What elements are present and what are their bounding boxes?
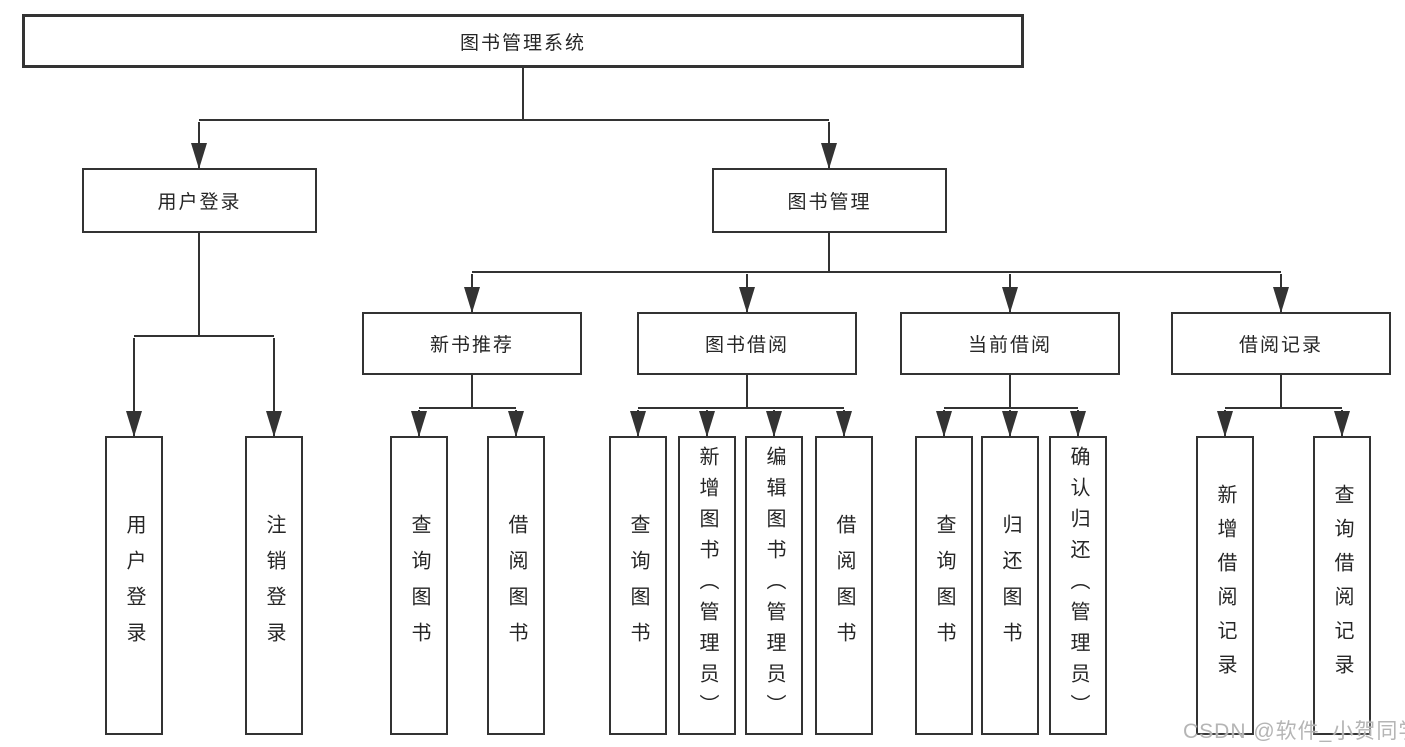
leaf-query-books-current: 查询图书 [915, 436, 973, 735]
leaf-confirm-return-admin-label: 确认归还（管理员） [1067, 446, 1089, 725]
leaf-edit-book-admin: 编辑图书（管理员） [745, 436, 803, 735]
leaf-logout: 注销登录 [245, 436, 303, 735]
node-user-login-module: 用户登录 [82, 168, 317, 233]
leaf-return-books-label: 归还图书 [999, 513, 1021, 658]
node-book-management-module: 图书管理 [712, 168, 947, 233]
leaf-user-login-label: 用户登录 [123, 513, 145, 658]
leaf-borrow-books-borrowing: 借阅图书 [815, 436, 873, 735]
leaf-query-books-recommend: 查询图书 [390, 436, 448, 735]
leaf-borrow-books-borrowing-label: 借阅图书 [833, 513, 855, 658]
node-book-borrowing: 图书借阅 [637, 312, 857, 375]
node-borrowing-records: 借阅记录 [1171, 312, 1391, 375]
leaf-borrow-books-recommend: 借阅图书 [487, 436, 545, 735]
leaf-query-books-current-label: 查询图书 [933, 513, 955, 658]
node-current-borrowing: 当前借阅 [900, 312, 1120, 375]
leaf-query-books-recommend-label: 查询图书 [408, 513, 430, 658]
leaf-query-books-borrowing-label: 查询图书 [627, 513, 649, 658]
leaf-return-books: 归还图书 [981, 436, 1039, 735]
leaf-confirm-return-admin: 确认归还（管理员） [1049, 436, 1107, 735]
node-root: 图书管理系统 [22, 14, 1024, 68]
leaf-query-borrow-record-label: 查询借阅记录 [1331, 483, 1353, 688]
leaf-query-borrow-record: 查询借阅记录 [1313, 436, 1371, 735]
watermark: CSDN @软件_小贺同学 [1183, 720, 1405, 743]
node-new-book-recommend: 新书推荐 [362, 312, 582, 375]
leaf-logout-label: 注销登录 [263, 513, 285, 658]
leaf-user-login: 用户登录 [105, 436, 163, 735]
leaf-add-book-admin: 新增图书（管理员） [678, 436, 736, 735]
leaf-edit-book-admin-label: 编辑图书（管理员） [763, 446, 785, 725]
leaf-add-borrow-record-label: 新增借阅记录 [1214, 483, 1236, 688]
leaf-add-borrow-record: 新增借阅记录 [1196, 436, 1254, 735]
leaf-query-books-borrowing: 查询图书 [609, 436, 667, 735]
leaf-borrow-books-recommend-label: 借阅图书 [505, 513, 527, 658]
leaf-add-book-admin-label: 新增图书（管理员） [696, 446, 718, 725]
